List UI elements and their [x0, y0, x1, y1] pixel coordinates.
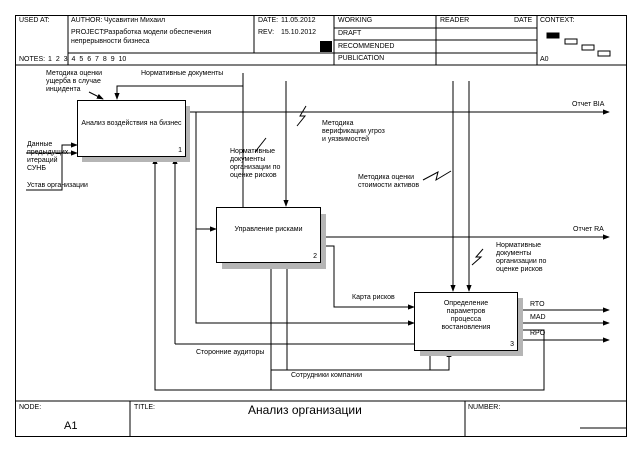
label-method-damage-line1: Методика оценки [46, 70, 103, 77]
squiggle-norm-risk [254, 137, 267, 153]
label-data-line4: СУНБ [27, 165, 46, 172]
date-value: 11.05.2012 [281, 17, 316, 24]
number-label: NUMBER: [468, 404, 501, 411]
label-risk-map: Карта рисков [352, 294, 395, 301]
label-out-bia: Отчет BIA [572, 101, 605, 108]
title-value: Анализ организации [248, 403, 362, 417]
label-verif-line1: Методика [322, 120, 354, 127]
label-out-rpo: RPO [530, 330, 546, 337]
label-norm-risk2-line4: оценке рисков [496, 266, 543, 273]
label-method-damage-line3: инцидента [46, 86, 81, 93]
box1-number: 1 [178, 147, 182, 154]
label-verif-line3: и уязвимостей [322, 136, 370, 143]
label-norm-risk2-line2: документы [496, 250, 532, 257]
arrow-ctrl-norm-docs [114, 73, 244, 100]
squiggle-asset [422, 170, 452, 182]
label-data-line1: Данные [27, 141, 53, 148]
box2-number: 2 [313, 253, 317, 260]
status-draft: DRAFT [338, 30, 362, 37]
arrow-feedback-box1 [152, 157, 545, 391]
label-data-line3: итераций [27, 157, 58, 164]
status-recommended: RECOMMENDED [338, 43, 395, 50]
label-data-line2: предыдущих [27, 149, 69, 156]
arrow-ctrl-method-damage [88, 91, 104, 100]
label-staff: Сотрудники компании [291, 372, 363, 379]
project-label: PROJECT: [71, 29, 105, 36]
label-norm-docs: Нормативные документы [141, 70, 224, 77]
box3-label-line2: параметров [446, 308, 486, 315]
arrow-1-to-3 [195, 229, 415, 326]
label-norm-risk2-line3: организации по [496, 258, 547, 265]
label-norm-risk2-line1: Нормативные [496, 242, 542, 249]
label-out-ra: Отчет RA [573, 226, 604, 233]
project-value-line1: Разработка модели обеспечения [104, 29, 212, 36]
box3-label-line1: Определение [443, 300, 489, 307]
project-value-line2: непрерывности бизнеса [71, 38, 150, 45]
arrow-risk-map [321, 245, 415, 310]
label-norm-risk-line4: оценке рисков [230, 172, 277, 179]
label-verif-line2: верификации угроз [322, 128, 385, 135]
rev-label: REV: [258, 29, 275, 36]
label-norm-risk-line1: Нормативные [230, 148, 276, 155]
label-norm-risk-line3: организации по [230, 164, 281, 171]
date-label: DATE: [258, 17, 279, 24]
label-out-rto: RTO [530, 301, 545, 308]
label-auditors: Сторонние аудиторы [196, 349, 265, 356]
diagram-frame [15, 15, 627, 437]
label-out-mad: MAD [530, 314, 546, 321]
box2-label: Управление рисками [234, 226, 303, 233]
label-asset-line1: Методика оценки [358, 174, 415, 181]
author-label: AUTHOR: [71, 17, 103, 24]
status-publication: PUBLICATION [338, 55, 385, 62]
used-at-label: USED AT: [19, 17, 50, 24]
node-value: A1 [64, 420, 78, 432]
arrow-input-charter [26, 142, 78, 191]
activity-box-2[interactable]: Управление рисками 2 [216, 207, 321, 263]
squiggle-verif [296, 105, 307, 127]
context-label: CONTEXT: [540, 17, 575, 24]
arrow-1-to-2 [186, 111, 217, 232]
activity-box-3[interactable]: Определение параметров процесса востанов… [414, 292, 518, 351]
box1-label: Анализ воздействия на бизнес [81, 120, 182, 127]
box3-label-line3: процесса [450, 316, 482, 323]
status-working: WORKING [338, 17, 373, 24]
rev-value: 15.10.2012 [281, 29, 317, 36]
title-label: TITLE: [134, 404, 156, 411]
notes-numbers: 1 2 3 4 5 6 7 8 9 10 [48, 56, 127, 63]
arrow-feedback-box2 [284, 262, 431, 371]
label-asset-line2: стоимости активов [358, 182, 420, 189]
activity-box-1[interactable]: Анализ воздействия на бизнес 1 [77, 100, 186, 157]
date2-label: DATE [514, 17, 533, 24]
box3-number: 3 [510, 341, 514, 348]
reader-label: READER [440, 17, 470, 24]
label-norm-risk-line2: документы [230, 156, 266, 163]
squiggle-norm-risk2 [471, 248, 484, 266]
box3-label-line4: востановления [441, 324, 491, 331]
label-charter: Устав организации [27, 182, 88, 189]
author-value: Чусавитин Михаил [104, 17, 166, 24]
arrow-mech-staff-box3 [271, 350, 452, 371]
context-node: A0 [540, 56, 549, 63]
node-label: NODE: [19, 404, 42, 411]
notes-label: NOTES: [19, 56, 46, 63]
label-method-damage-line2: ущерба в случае [46, 78, 101, 85]
